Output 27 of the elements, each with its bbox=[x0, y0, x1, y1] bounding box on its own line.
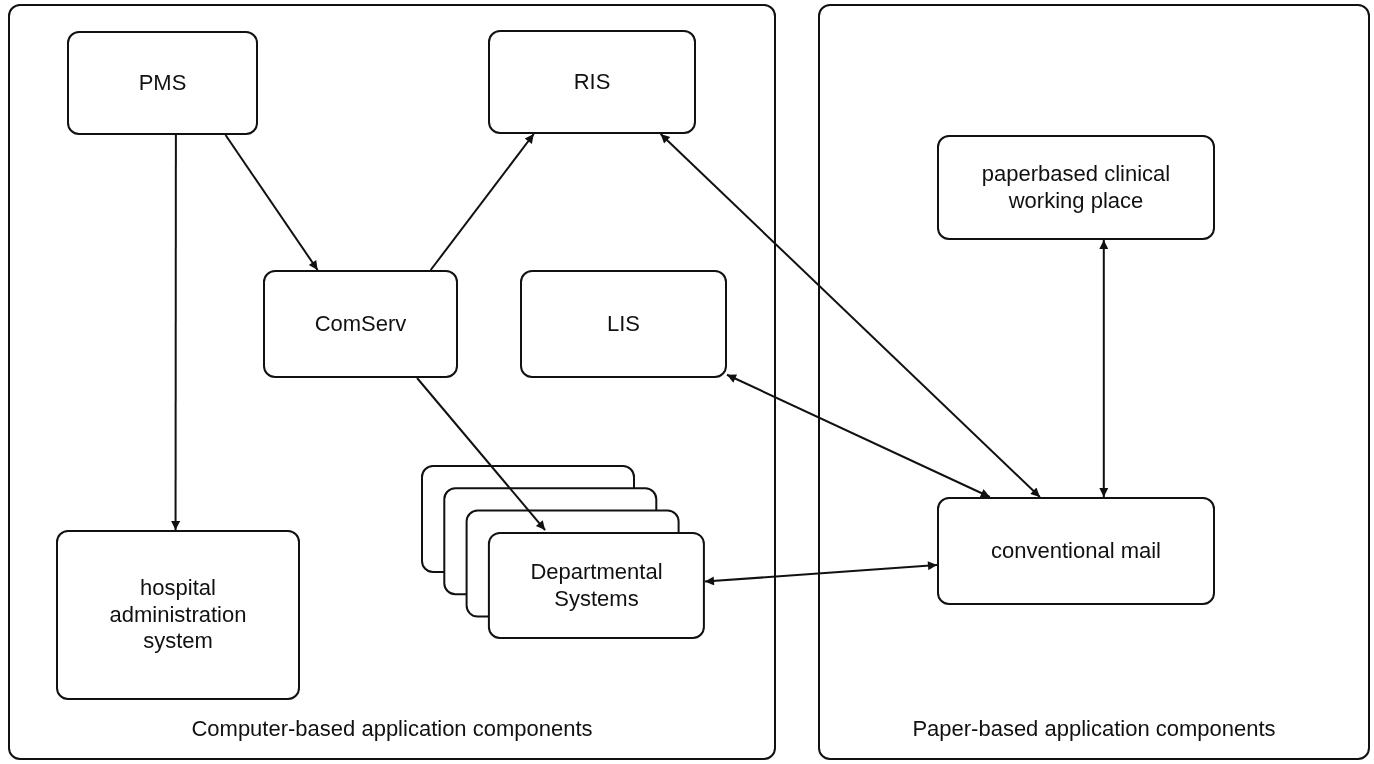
component-box bbox=[67, 31, 258, 135]
arrow bbox=[416, 377, 547, 532]
component-box bbox=[937, 135, 1215, 240]
box-label: LIS bbox=[607, 310, 640, 338]
component-box bbox=[263, 270, 458, 378]
box-label: PMS bbox=[138, 69, 187, 97]
box-label: paperbased clinical working place bbox=[980, 161, 1172, 214]
box-label: ComServ bbox=[314, 310, 407, 338]
arrow bbox=[704, 561, 938, 586]
component-box bbox=[520, 270, 727, 378]
arrow bbox=[171, 134, 181, 531]
panel-heading: Computer-based application components bbox=[190, 716, 594, 742]
container-panel bbox=[818, 4, 1370, 760]
box-label: Departmental Systems bbox=[529, 558, 664, 613]
arrow bbox=[429, 133, 535, 271]
arrow bbox=[659, 133, 1041, 498]
panel-heading: Paper-based application components bbox=[911, 716, 1277, 742]
component-box bbox=[937, 497, 1215, 605]
component-box bbox=[56, 530, 300, 700]
container-panel bbox=[8, 4, 776, 760]
arrow bbox=[224, 134, 319, 271]
box-label: RIS bbox=[573, 68, 611, 96]
box-label: conventional mail bbox=[991, 537, 1161, 565]
arrow bbox=[1099, 239, 1109, 498]
component-box bbox=[488, 30, 696, 134]
box-label: hospital administration system bbox=[108, 575, 248, 655]
arrow bbox=[726, 373, 991, 498]
